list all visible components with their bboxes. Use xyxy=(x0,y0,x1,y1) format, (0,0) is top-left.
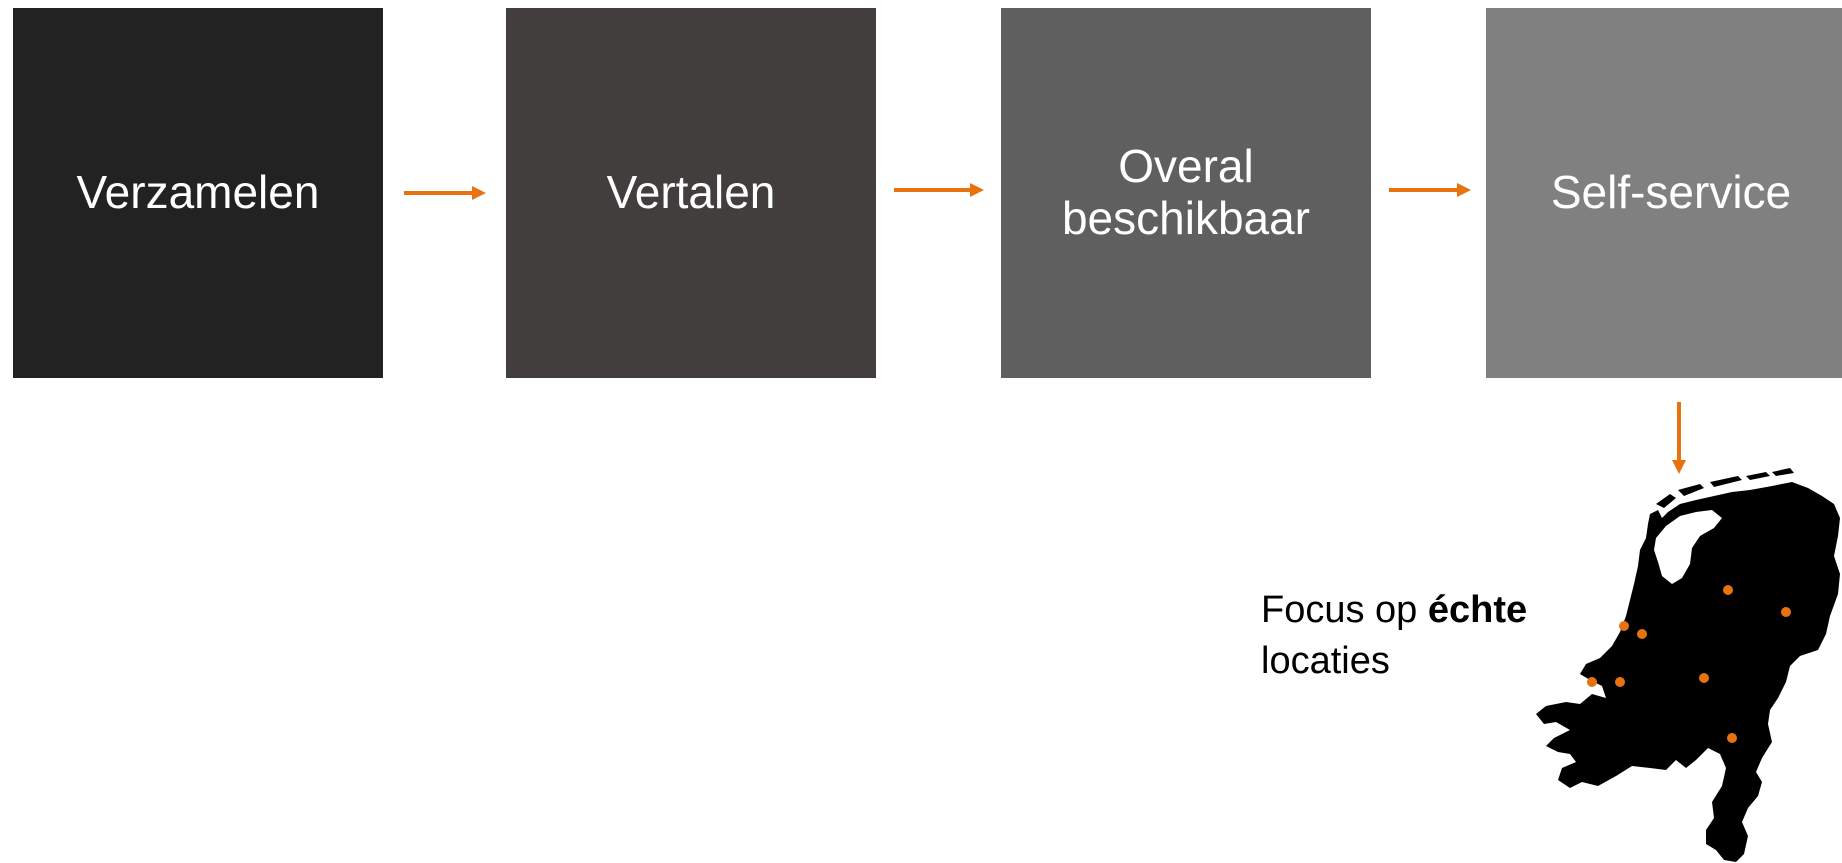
step-label: Self-service xyxy=(1550,166,1792,219)
caption-prefix: Focus op xyxy=(1261,589,1428,631)
step-verzamelen: Verzamelen xyxy=(13,8,383,378)
step-vertalen: Vertalen xyxy=(506,8,876,378)
city-dot xyxy=(1637,629,1647,639)
arrow-right-icon xyxy=(1389,183,1471,197)
wadden-island xyxy=(1710,476,1742,487)
step-label: Verzamelen xyxy=(76,166,320,219)
wadden-island xyxy=(1746,472,1770,480)
arrow-down-icon xyxy=(1672,402,1686,474)
city-dot xyxy=(1619,621,1629,631)
city-dot xyxy=(1615,677,1625,687)
netherlands-mainland xyxy=(1536,482,1840,862)
wadden-island xyxy=(1772,468,1794,476)
arrow-right-icon xyxy=(894,183,984,197)
wadden-island xyxy=(1678,484,1704,496)
netherlands-map xyxy=(1536,468,1840,862)
caption: Focus op échte locaties xyxy=(1261,585,1527,687)
step-label: Vertalen xyxy=(606,166,776,219)
city-dot xyxy=(1699,673,1709,683)
step-self-service: Self-service xyxy=(1486,8,1842,378)
step-label-line1: Overal xyxy=(1118,140,1254,193)
city-dot xyxy=(1723,585,1733,595)
city-dot xyxy=(1781,607,1791,617)
arrow-right-icon xyxy=(404,186,486,200)
city-dot xyxy=(1727,733,1737,743)
caption-emphasis: échte xyxy=(1427,589,1528,631)
wadden-island xyxy=(1656,494,1676,508)
step-label-line2: beschikbaar xyxy=(1061,192,1311,244)
ijsselmeer xyxy=(1654,510,1722,584)
caption-line2: locaties xyxy=(1261,640,1390,682)
city-dot xyxy=(1587,677,1597,687)
step-overal-beschikbaar: Overal beschikbaar xyxy=(1001,8,1371,378)
